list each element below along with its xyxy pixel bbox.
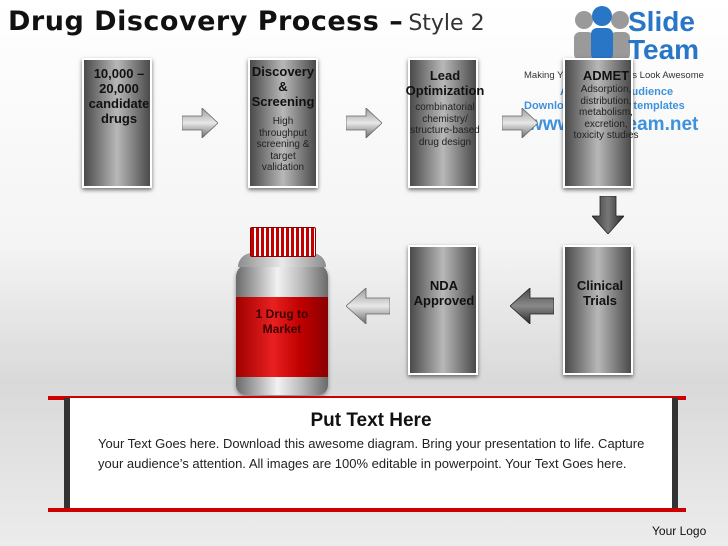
bottle-cap (250, 227, 316, 257)
left-arrow-icon (510, 288, 554, 324)
stage-lead-detail: combinatorial chemistry/ structure-based… (410, 102, 480, 148)
logo-brand-team: Team (628, 34, 700, 65)
stage-admet-heading: ADMET (582, 68, 630, 83)
stage-box-lead (408, 58, 478, 188)
right-arrow-icon (502, 108, 538, 138)
stage-admet-detail: Adsorption, distribution, metabolism, ex… (573, 84, 639, 141)
title-main: Drug Discovery Process – (8, 6, 404, 37)
stage-clinical-heading: Clinical Trials (576, 278, 624, 308)
panel-body: Your Text Goes here. Download this aweso… (98, 436, 645, 471)
left-arrow-icon (346, 288, 390, 324)
stage-box-clinical (563, 245, 633, 375)
stage-lead-heading: Lead Optimization (405, 68, 485, 98)
stage-nda-heading: NDA Approved (413, 278, 475, 308)
logo-brand-slide: Slide (628, 6, 695, 37)
pill-bottle: 1 Drug to Market (236, 227, 328, 395)
people-logo-icon (574, 6, 630, 60)
stage-discovery-detail: High throughput screening & target valid… (256, 116, 310, 173)
stage-box-nda (408, 245, 478, 375)
stage-market-heading: 1 Drug to Market (255, 307, 309, 336)
title-style: Style 2 (408, 11, 485, 36)
panel-title: Put Text Here (310, 410, 432, 431)
stage-candidates-heading: 10,000 – 20,000 candidate drugs (88, 66, 150, 126)
text-panel: Put Text Here Your Text Goes here. Downl… (64, 398, 678, 510)
page-title: Drug Discovery Process – Style 2 (8, 6, 485, 37)
panel-bottom-rule (48, 508, 686, 512)
right-arrow-icon (346, 108, 382, 138)
stage-discovery-heading: Discovery & Screening (251, 64, 315, 109)
stage-box-candidates (82, 58, 152, 188)
stage-box-admet (563, 58, 633, 188)
stage-box-discovery (248, 58, 318, 188)
footer-logo-text: Your Logo (652, 524, 707, 538)
bottle-label (236, 297, 328, 377)
right-arrow-icon (182, 108, 218, 138)
down-arrow-icon (592, 196, 624, 234)
